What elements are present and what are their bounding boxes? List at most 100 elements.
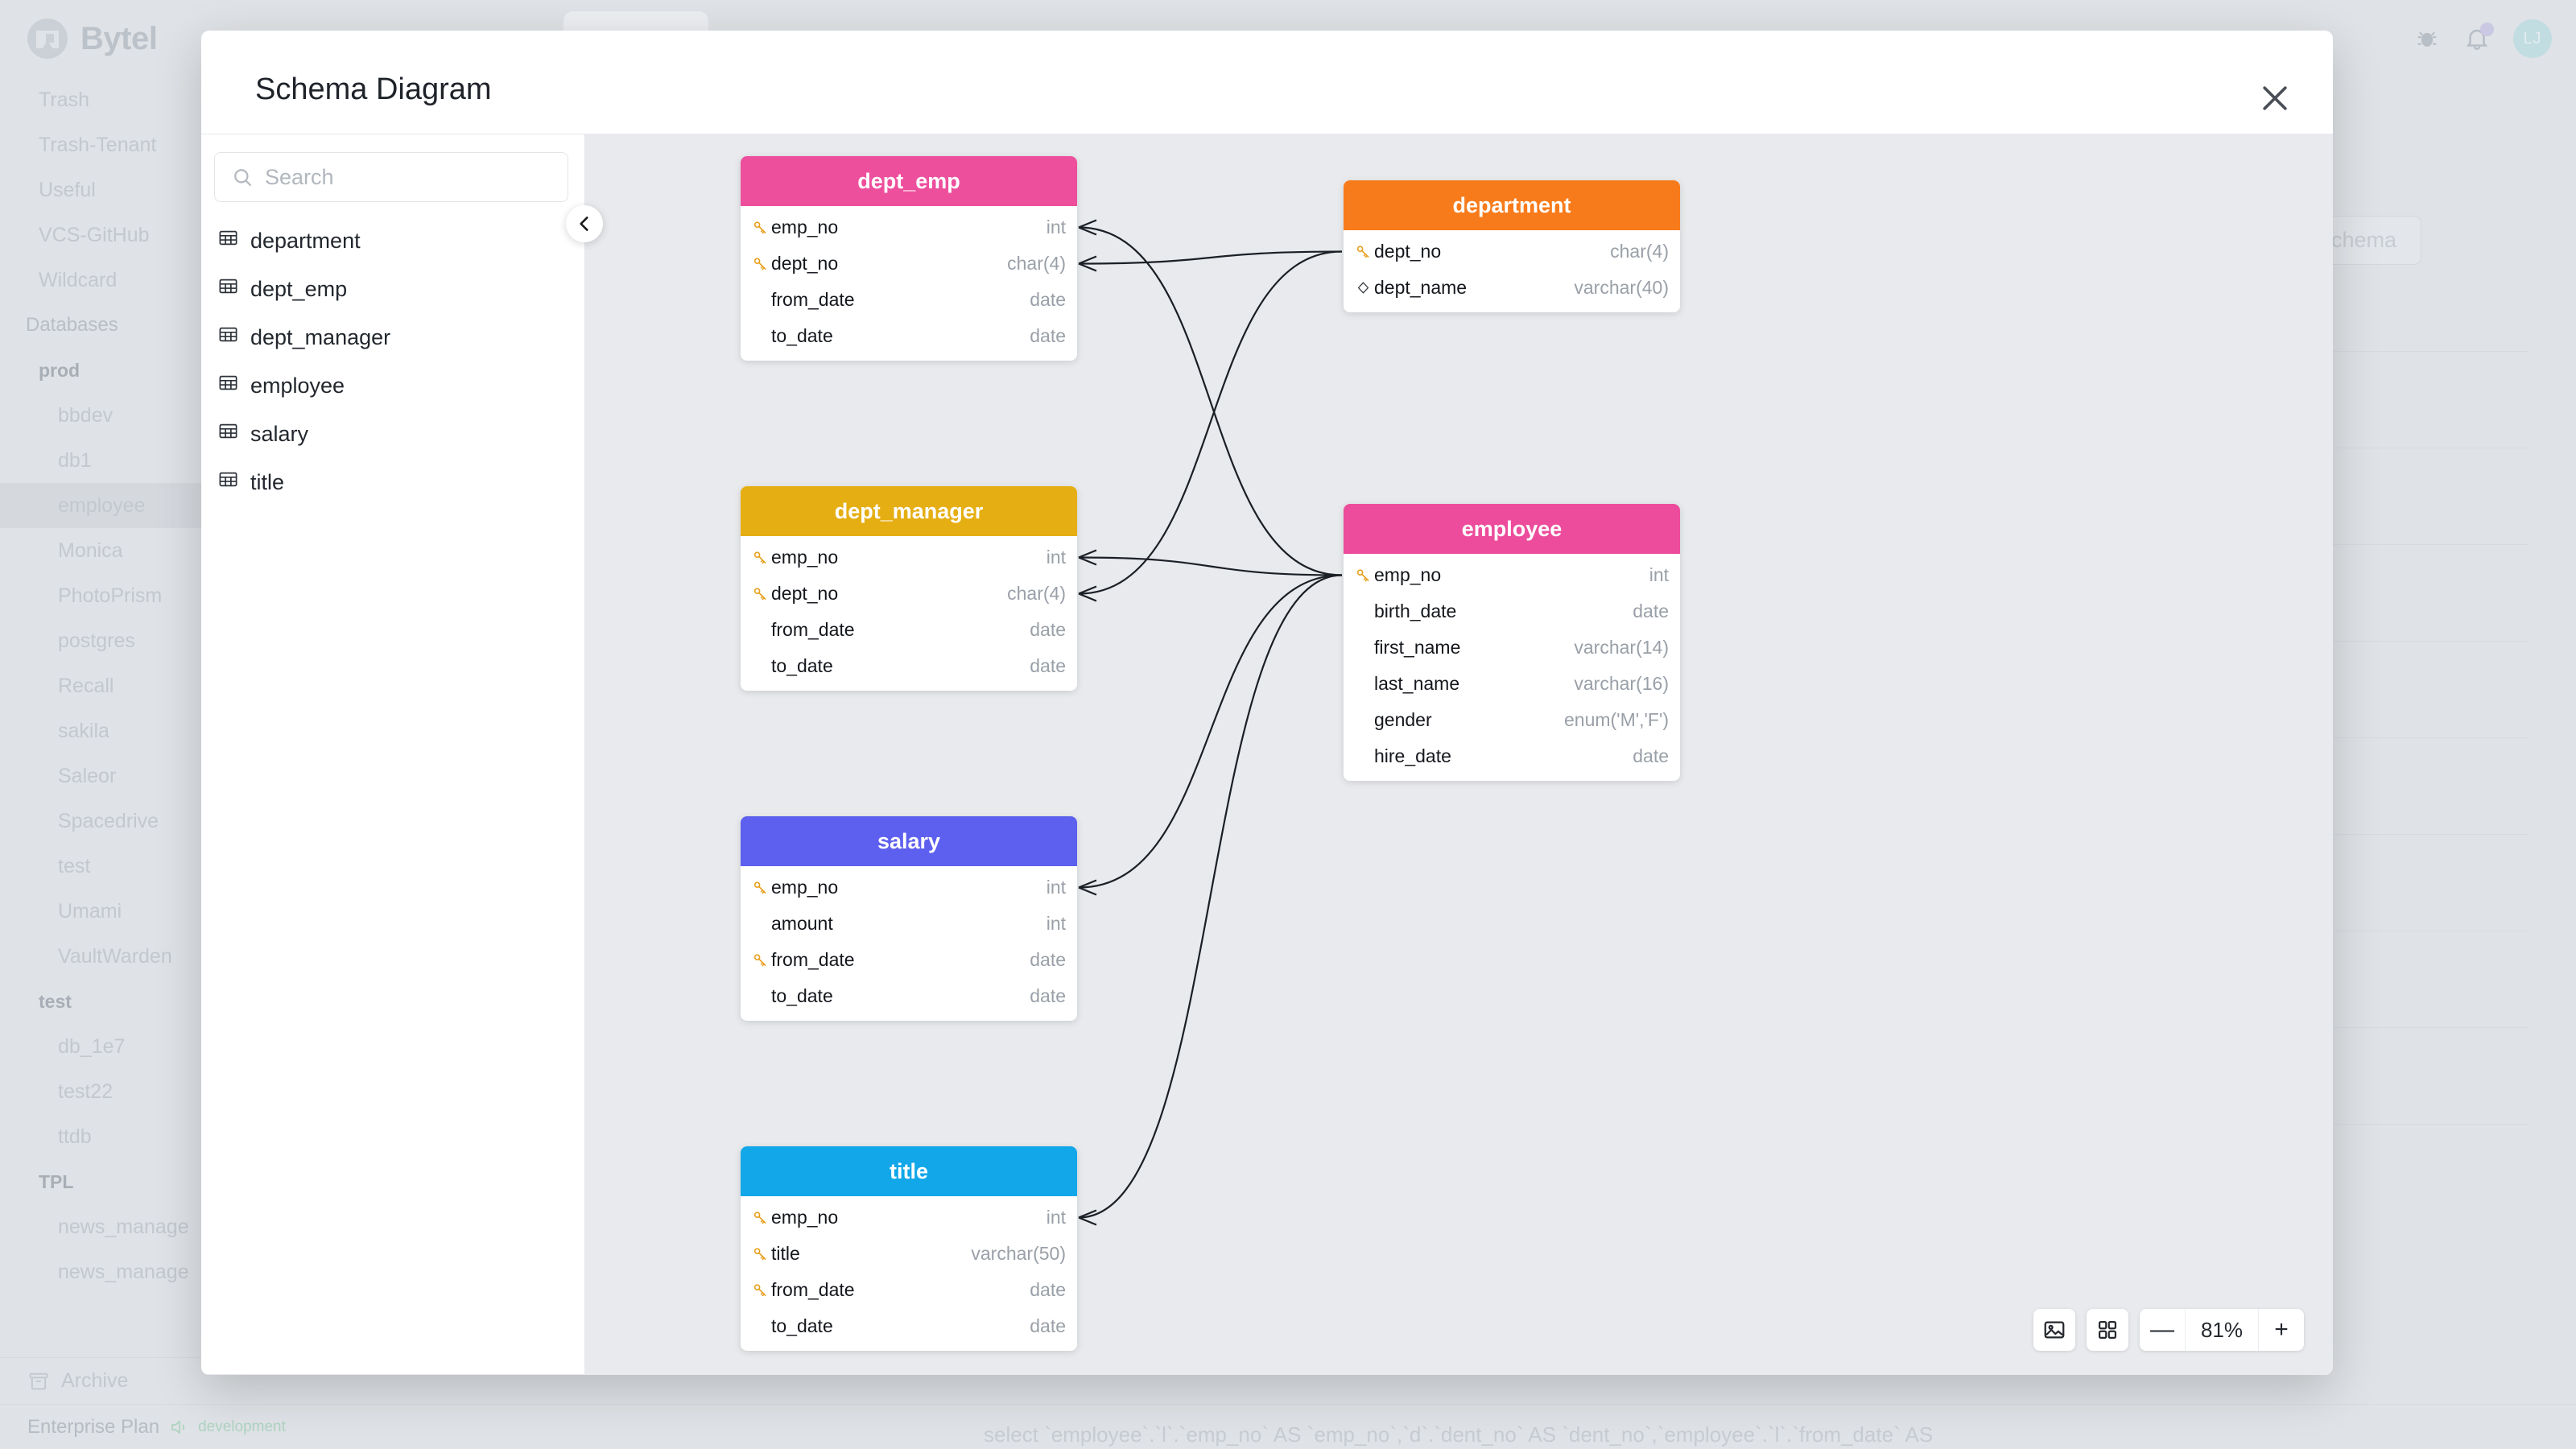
- sidebar-item-trash[interactable]: Trash: [0, 77, 201, 122]
- bell-icon[interactable]: [2463, 23, 2494, 52]
- bug-icon[interactable]: [2413, 25, 2441, 52]
- sidebar-item-bbdev[interactable]: bbdev: [0, 393, 201, 438]
- chevron-left-icon: [580, 217, 588, 231]
- node-header-title: title: [741, 1146, 1077, 1196]
- table-list-item-dept_emp[interactable]: dept_emp: [201, 265, 584, 313]
- table-list-item-label: dept_emp: [250, 276, 348, 301]
- sidebar-item-vcs-github[interactable]: VCS-GitHub: [0, 213, 201, 258]
- collapse-panel-button[interactable]: [566, 205, 603, 242]
- sidebar-item-news-manage[interactable]: news_manage: [0, 1249, 201, 1294]
- sidebar-item-umami[interactable]: Umami: [0, 889, 201, 934]
- table-list-item-employee[interactable]: employee: [201, 361, 584, 410]
- sidebar-item-trash-tenant[interactable]: Trash-Tenant: [0, 122, 201, 167]
- avatar[interactable]: LJ: [2513, 19, 2552, 58]
- table-list-item-salary[interactable]: salary: [201, 410, 584, 458]
- sidebar-item-wildcard[interactable]: Wildcard: [0, 258, 201, 303]
- app-logo[interactable]: Bytel: [27, 19, 158, 59]
- grid-layout-icon[interactable]: [2087, 1309, 2128, 1351]
- diamond-icon: [1352, 280, 1374, 295]
- table-list-item-title[interactable]: title: [201, 458, 584, 506]
- relationship-edge: [1078, 250, 1343, 265]
- sidebar-item-db-1e7[interactable]: db_1e7: [0, 1024, 201, 1069]
- column-type: int: [1046, 877, 1066, 898]
- sidebar-item-prod[interactable]: prod: [0, 348, 201, 393]
- speaker-icon[interactable]: [169, 1418, 188, 1437]
- image-export-icon[interactable]: [2033, 1309, 2075, 1351]
- sidebar-item-label: ttdb: [58, 1125, 92, 1148]
- sidebar-item-useful[interactable]: Useful: [0, 167, 201, 213]
- sidebar-item-test22[interactable]: test22: [0, 1069, 201, 1114]
- sidebar-item-spacedrive[interactable]: Spacedrive: [0, 799, 201, 844]
- key-icon: [749, 879, 771, 896]
- table-list-panel: department dept_emp dept_manageremployeesa…: [201, 134, 603, 1375]
- sidebar-item-news-manage[interactable]: news_manage: [0, 1204, 201, 1249]
- sidebar-item-employee[interactable]: employee: [0, 483, 201, 528]
- column-name: to_date: [771, 985, 833, 1006]
- search-box[interactable]: [214, 152, 568, 202]
- zoom-out-button[interactable]: —: [2150, 1316, 2174, 1343]
- search-input[interactable]: [265, 164, 551, 190]
- sidebar-item-db1[interactable]: db1: [0, 438, 201, 483]
- sidebar-item-photoprism[interactable]: PhotoPrism: [0, 573, 201, 618]
- relationship-edge: [1078, 574, 1343, 1219]
- zoom-in-button[interactable]: +: [2274, 1316, 2289, 1343]
- sidebar-item-test[interactable]: test: [0, 979, 201, 1024]
- table-list-item-dept_manager[interactable]: dept_manager: [201, 313, 584, 361]
- sidebar-item-postgres[interactable]: postgres: [0, 618, 201, 663]
- sidebar-item-archive[interactable]: Archive: [0, 1357, 201, 1404]
- sidebar-item-ttdb[interactable]: ttdb: [0, 1114, 201, 1159]
- sidebar-item-saleor[interactable]: Saleor: [0, 753, 201, 799]
- table-icon: [219, 327, 237, 342]
- column-type: char(4): [1610, 241, 1669, 262]
- sidebar-item-sakila[interactable]: sakila: [0, 708, 201, 753]
- sidebar-item-monica[interactable]: Monica: [0, 528, 201, 573]
- table-list-item-department[interactable]: department: [201, 217, 584, 265]
- sidebar-item-vaultwarden[interactable]: VaultWarden: [0, 934, 201, 979]
- close-icon[interactable]: [2257, 80, 2293, 116]
- sql-preview-text: select `employee`.`l`.`emp_no` AS `emp_n…: [984, 1422, 1934, 1447]
- zoom-level-value[interactable]: 81%: [2185, 1309, 2259, 1351]
- column-name: amount: [771, 913, 833, 934]
- sidebar-item-tpl[interactable]: TPL: [0, 1159, 201, 1204]
- canvas-toolbar: — 81% +: [2033, 1309, 2304, 1351]
- environment-label: development: [198, 1418, 286, 1435]
- sidebar-item-databases[interactable]: Databases: [0, 303, 201, 348]
- sidebar-item-label: Wildcard: [39, 268, 118, 291]
- sidebar-item-recall[interactable]: Recall: [0, 663, 201, 708]
- sidebar-item-test[interactable]: test: [0, 844, 201, 889]
- column-name: birth_date: [1374, 601, 1457, 621]
- sidebar-item-label: Trash-Tenant: [39, 133, 157, 156]
